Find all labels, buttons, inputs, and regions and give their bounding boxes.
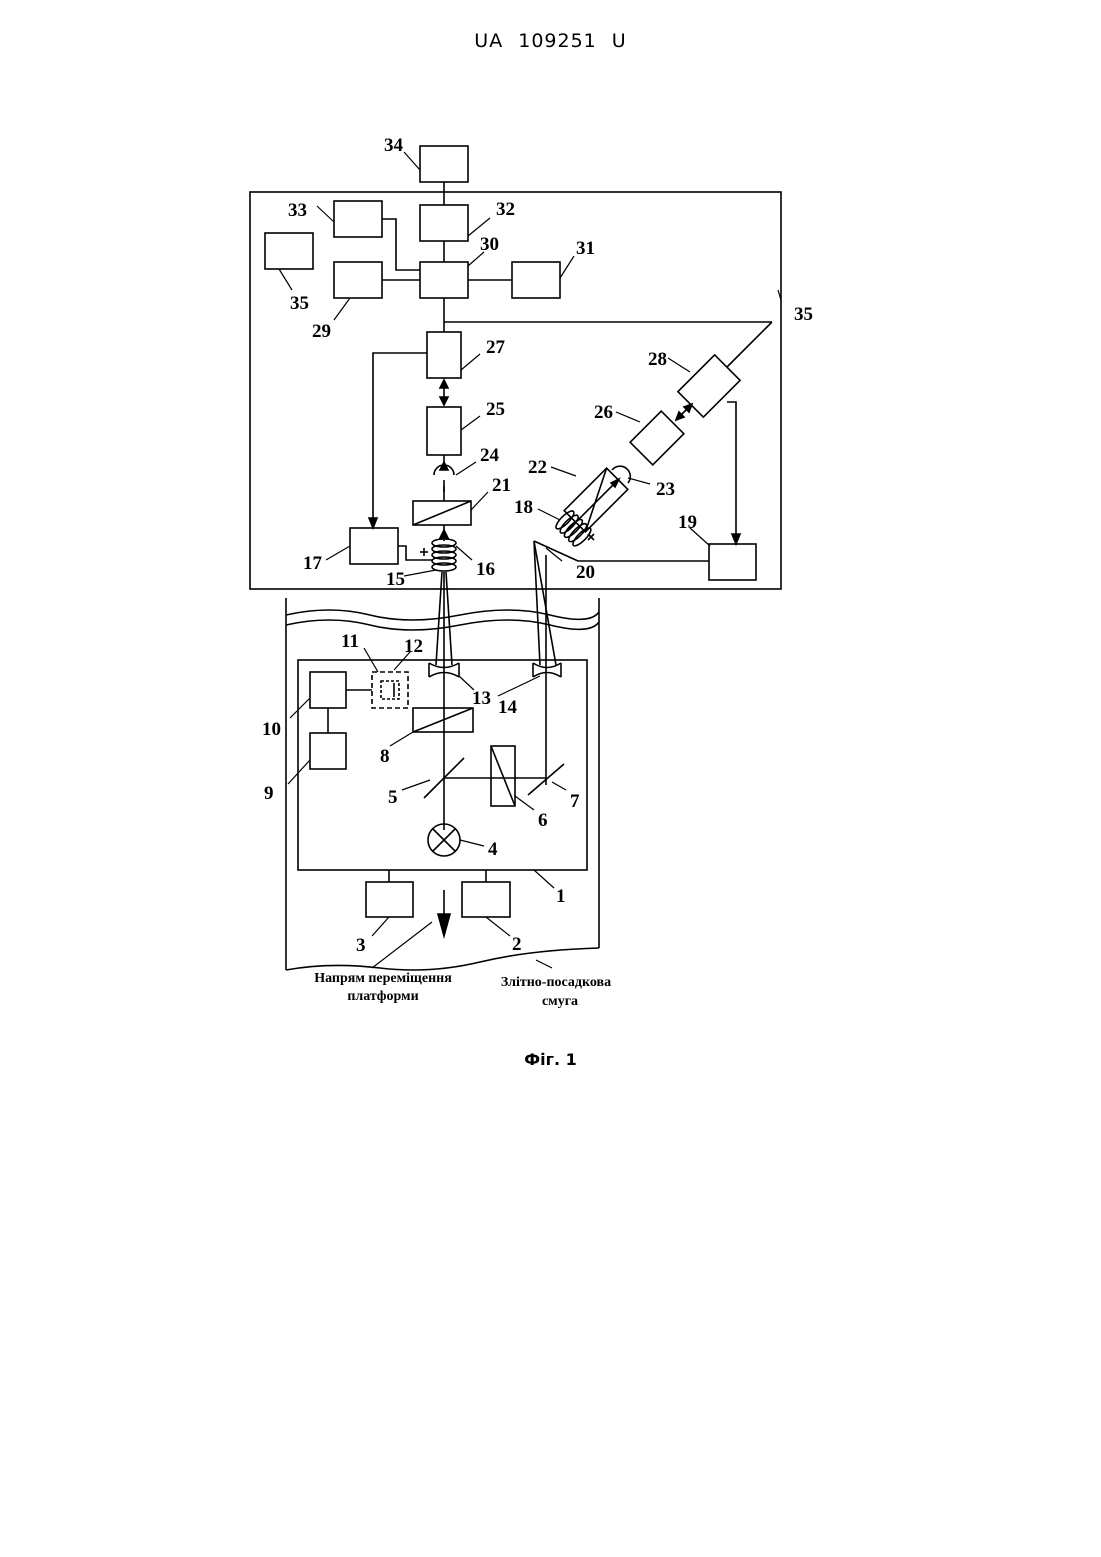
strip-note-line1: Злітно-посадкова bbox=[501, 975, 611, 990]
block-33 bbox=[334, 201, 382, 237]
label-34: 34 bbox=[384, 135, 404, 156]
label-26: 26 bbox=[594, 402, 613, 423]
label-2: 2 bbox=[512, 934, 522, 955]
direction-arrow bbox=[438, 914, 450, 936]
label-33: 33 bbox=[288, 200, 307, 221]
label-1: 1 bbox=[556, 886, 566, 907]
block-17 bbox=[350, 528, 398, 564]
label-21: 21 bbox=[492, 475, 511, 496]
label-16: 16 bbox=[476, 559, 495, 580]
upper-frame bbox=[250, 192, 781, 589]
figure-caption: Фіг. 1 bbox=[0, 1050, 1101, 1069]
label-18: 18 bbox=[514, 497, 533, 518]
block-35-inner bbox=[265, 233, 313, 269]
label-12: 12 bbox=[404, 636, 423, 657]
block-34 bbox=[420, 146, 468, 182]
label-24: 24 bbox=[480, 445, 500, 466]
label-31: 31 bbox=[576, 238, 595, 259]
block-29 bbox=[334, 262, 382, 298]
block-9 bbox=[310, 733, 346, 769]
label-19: 19 bbox=[678, 512, 697, 533]
coil-16 bbox=[432, 539, 456, 571]
label-6: 6 bbox=[538, 810, 548, 831]
label-22: 22 bbox=[528, 457, 547, 478]
block-25 bbox=[427, 407, 461, 455]
block-31 bbox=[512, 262, 560, 298]
label-29: 29 bbox=[312, 321, 331, 342]
label-11: 11 bbox=[341, 631, 359, 652]
label-25: 25 bbox=[486, 399, 505, 420]
label-10: 10 bbox=[262, 719, 281, 740]
label-8: 8 bbox=[380, 746, 390, 767]
direction-note-line2: платформи bbox=[347, 989, 418, 1004]
block-10 bbox=[310, 672, 346, 708]
block-27 bbox=[427, 332, 461, 378]
label-13: 13 bbox=[472, 688, 491, 709]
label-35-outer: 35 bbox=[794, 304, 813, 325]
block-2 bbox=[462, 882, 510, 917]
block-30 bbox=[420, 262, 468, 298]
lens-14 bbox=[533, 663, 561, 677]
direction-note-line1: Напрям переміщення bbox=[314, 971, 452, 986]
strip-note-line2: смуга bbox=[542, 994, 578, 1009]
label-23: 23 bbox=[656, 479, 675, 500]
label-15: 15 bbox=[386, 569, 405, 590]
block-32 bbox=[420, 205, 468, 241]
label-9: 9 bbox=[264, 783, 274, 804]
label-17: 17 bbox=[303, 553, 323, 574]
label-14: 14 bbox=[498, 697, 518, 718]
label-5: 5 bbox=[388, 787, 398, 808]
label-28: 28 bbox=[648, 349, 667, 370]
block-11 bbox=[372, 672, 408, 708]
label-35-inner: 35 bbox=[290, 293, 309, 314]
block-3 bbox=[366, 882, 413, 917]
label-20: 20 bbox=[576, 562, 595, 583]
block-19 bbox=[709, 544, 756, 580]
label-7: 7 bbox=[570, 791, 580, 812]
label-32: 32 bbox=[496, 199, 515, 220]
label-27: 27 bbox=[486, 337, 506, 358]
label-4: 4 bbox=[488, 839, 498, 860]
block-12 bbox=[381, 681, 399, 699]
label-30: 30 bbox=[480, 234, 499, 255]
label-3: 3 bbox=[356, 935, 366, 956]
